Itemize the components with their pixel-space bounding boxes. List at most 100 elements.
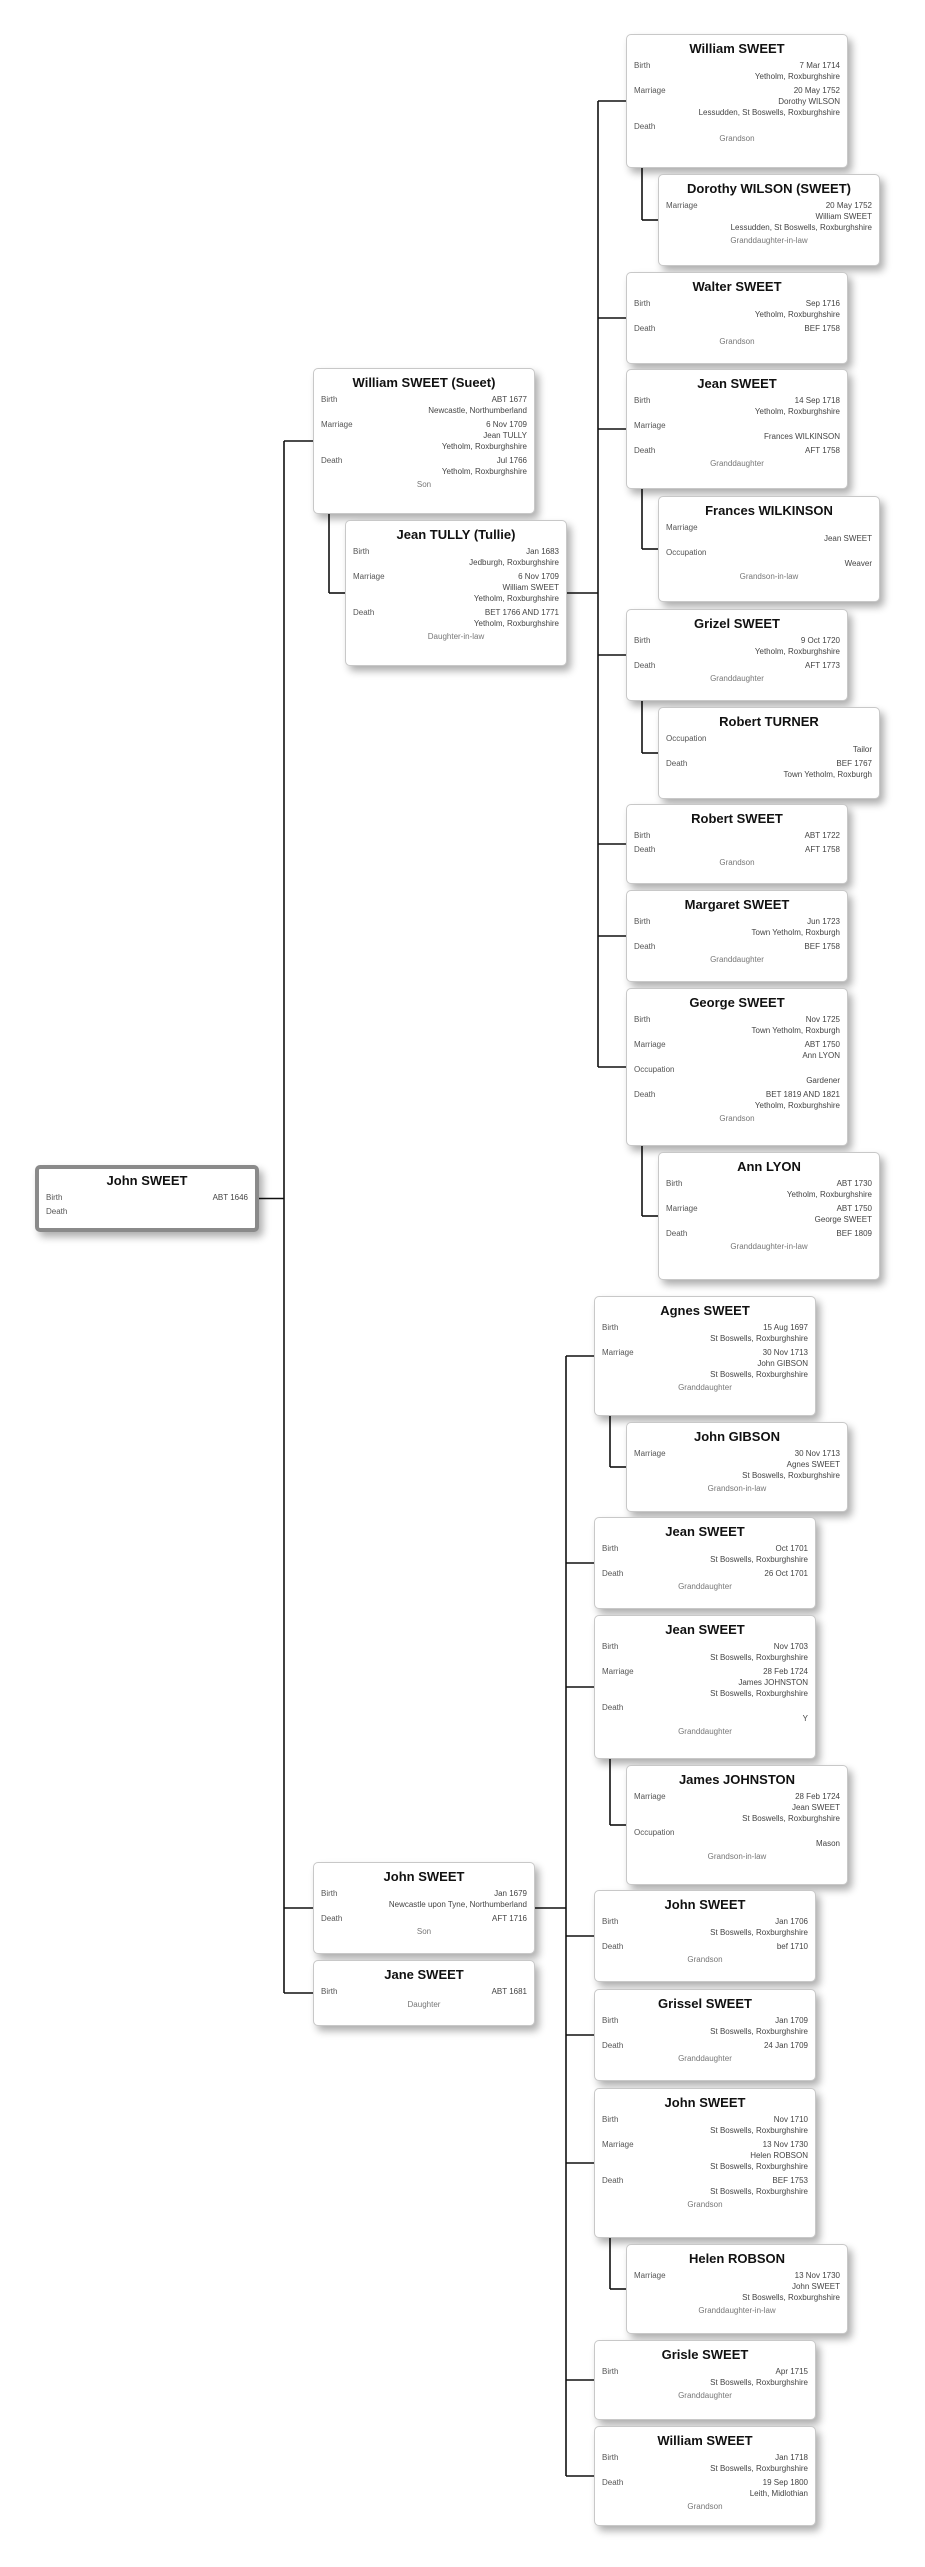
event-value: Town Yetholm, Roxburgh (783, 770, 873, 779)
event-value: William SWEET (815, 212, 872, 221)
relationship-label: Grandson (687, 2502, 723, 2511)
event-value: 24 Jan 1709 (763, 2041, 808, 2050)
event-value: Yetholm, Roxburghshire (786, 1190, 872, 1199)
person-name: Grisle SWEET (661, 2347, 749, 2362)
event-value: Jan 1718 (775, 2453, 808, 2462)
event-label: Death (46, 1207, 68, 1216)
event-value: 20 May 1752 (825, 201, 872, 210)
event-value: Jan 1706 (775, 1917, 808, 1926)
relationship-label: Son (416, 480, 432, 489)
event-value: 30 Nov 1713 (762, 1348, 808, 1357)
event-values: Tailor (853, 733, 872, 755)
person-name: John SWEET (664, 1897, 746, 1912)
person-name: Robert SWEET (691, 811, 783, 826)
event-value: William SWEET (502, 583, 559, 592)
event-label: Birth (602, 1323, 619, 1332)
event-value: 6 Nov 1709 (486, 420, 527, 429)
event-value: Mason (815, 1839, 840, 1848)
event-value: St Boswells, Roxburghshire (710, 1555, 808, 1564)
event-values: Y (803, 1702, 808, 1724)
event-value: AFT 1758 (805, 845, 840, 854)
event-values: Gardener (806, 1064, 840, 1086)
event-label: Marriage (602, 2140, 634, 2149)
event-label: Birth (602, 2453, 619, 2462)
event-value: Jun 1723 (807, 917, 840, 926)
event-value: Lessudden, St Boswells, Roxburghshire (730, 223, 872, 232)
event-value (803, 1702, 808, 1713)
event-value: Yetholm, Roxburghshire (754, 1101, 840, 1110)
person-name: Jean SWEET (665, 1622, 745, 1637)
event-label: Occupation (666, 548, 707, 557)
relationship-label: Grandson (719, 134, 755, 143)
event-label: Death (634, 122, 656, 131)
event-label: Birth (321, 395, 338, 404)
event-value: Yetholm, Roxburghshire (473, 594, 559, 603)
event-value: St Boswells, Roxburghshire (710, 1689, 808, 1698)
event-label: Death (602, 2176, 624, 2185)
event-value: Jul 1766 (496, 456, 527, 465)
relationship-label: Grandson (719, 858, 755, 867)
event-label: Birth (634, 61, 651, 70)
person-name: John SWEET (383, 1869, 465, 1884)
event-label: Marriage (634, 1792, 666, 1801)
event-value: Agnes SWEET (786, 1460, 840, 1469)
event-value: BEF 1809 (836, 1229, 872, 1238)
event-value: AFT 1773 (805, 661, 840, 670)
event-value: John GIBSON (757, 1359, 808, 1368)
event-row-occupation: Occupation Gardener (634, 1064, 840, 1086)
event-value: St Boswells, Roxburghshire (710, 1653, 808, 1662)
event-value: Dorothy WILSON (778, 97, 840, 106)
event-label: Marriage (634, 1449, 666, 1458)
event-value: ABT 1730 (836, 1179, 872, 1188)
event-label: Birth (634, 1015, 651, 1024)
